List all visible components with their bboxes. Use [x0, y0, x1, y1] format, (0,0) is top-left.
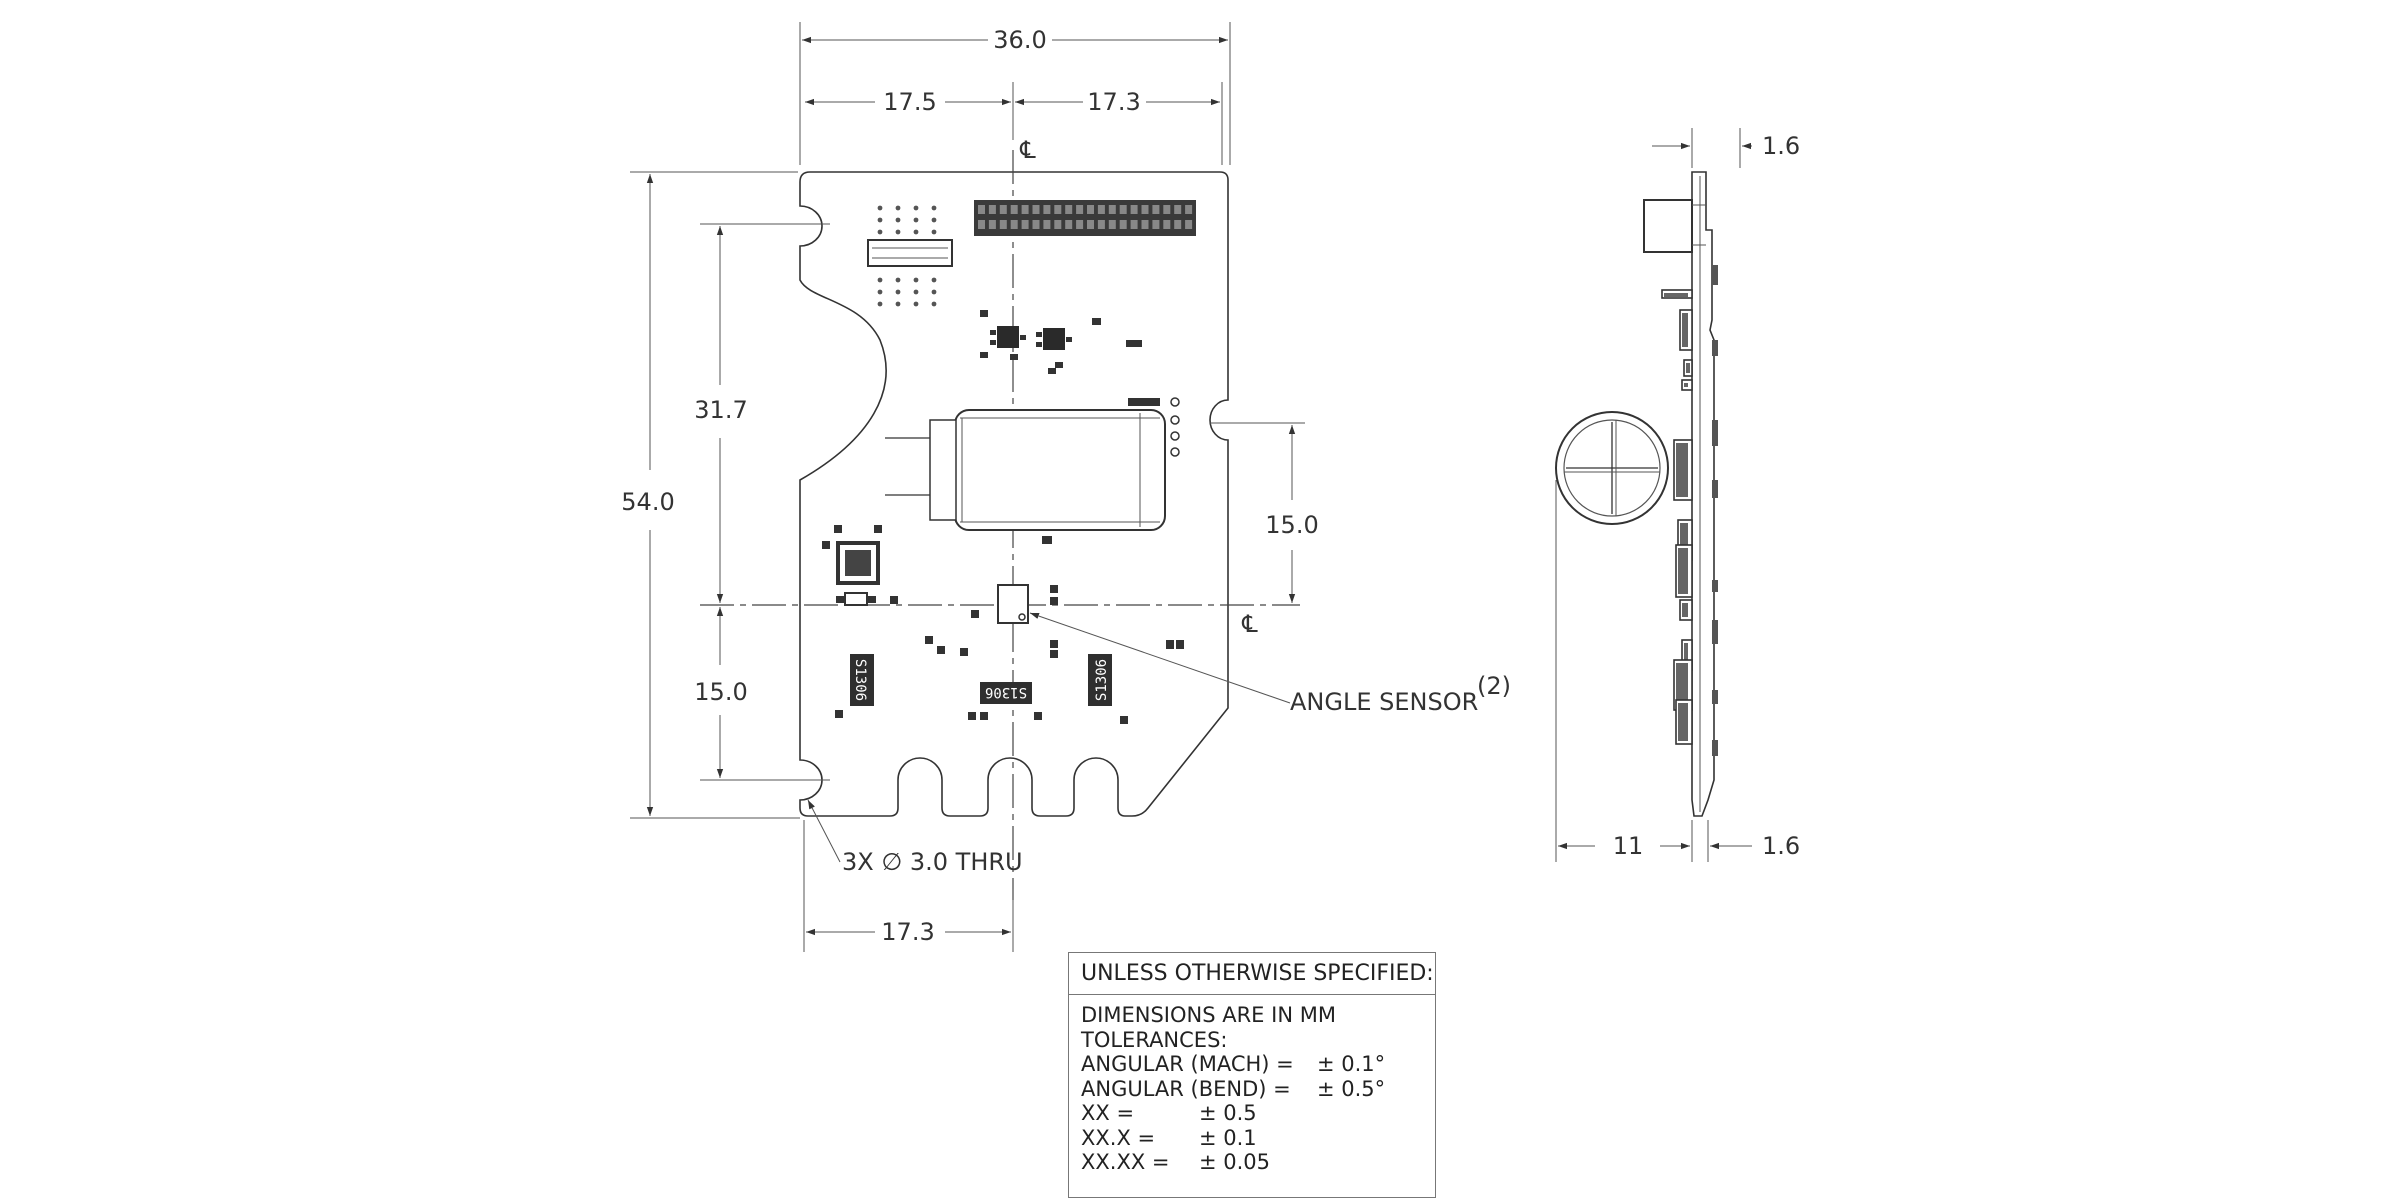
transistor-2	[1036, 328, 1072, 374]
notes-line-label: TOLERANCES:	[1081, 1027, 1228, 1052]
notes-line: XX.X = ± 0.1	[1081, 1126, 1435, 1151]
notes-line: DIMENSIONS ARE IN MM	[1081, 1003, 1435, 1028]
notes-line: XX = ± 0.5	[1081, 1101, 1435, 1126]
small-connector	[867, 239, 953, 267]
side-board	[1691, 171, 1715, 817]
notes-line: ANGULAR (BEND) = ± 0.5°	[1081, 1077, 1435, 1102]
svg-text:S1306: S1306	[852, 659, 868, 701]
centerline-symbol-right: ℄	[1241, 610, 1258, 638]
dim-hole-spacing: 31.7	[694, 396, 747, 424]
dim-overall-height: 54.0	[621, 488, 674, 516]
angle-sensor-note-ref: (2)	[1477, 672, 1511, 700]
dim-side-thickness-top: 1.6	[1762, 132, 1800, 160]
holes-callout: 3X ∅ 3.0 THRU	[842, 848, 1023, 876]
ic-package	[822, 525, 882, 585]
centerline-symbol-top: ℄	[1019, 136, 1036, 164]
notes-line-value: ± 0.5	[1199, 1101, 1257, 1125]
notes-line-label: DIMENSIONS ARE IN MM	[1081, 1003, 1336, 1027]
diode	[836, 592, 876, 606]
header-connector	[974, 200, 1196, 236]
angle-sensor-chip	[971, 584, 1058, 624]
electrolytic-capacitor	[885, 397, 1180, 531]
part-s1306-right: S1306	[1088, 654, 1112, 706]
dim-side-thickness-bottom: 1.6	[1762, 832, 1800, 860]
dim-side-component-height: 11	[1613, 832, 1644, 860]
dim-centerline-to-right: 17.3	[1087, 88, 1140, 116]
notes-line: TOLERANCES:	[1081, 1028, 1435, 1053]
dim-lower-hole-to-centerline: 15.0	[694, 678, 747, 706]
notes-line-label: ANGULAR (MACH) =	[1081, 1052, 1294, 1076]
notes-line-value: ± 0.05	[1199, 1150, 1271, 1174]
angle-sensor-callout: ANGLE SENSOR	[1290, 688, 1478, 716]
part-s1306-left: S1306	[850, 654, 874, 706]
notes-line: ANGULAR (MACH) = ± 0.1°	[1081, 1052, 1435, 1077]
notes-line-label: XX.XX =	[1081, 1150, 1170, 1174]
dim-left-to-centerline: 17.5	[883, 88, 936, 116]
dim-notch-to-centerline: 15.0	[1265, 511, 1318, 539]
notes-line-label: XX.X =	[1081, 1125, 1156, 1150]
notes-line-value: ± 0.1°	[1317, 1052, 1386, 1076]
svg-text:S1306: S1306	[1094, 659, 1110, 701]
notes-line-value: ± 0.5°	[1317, 1076, 1386, 1101]
transistor-1	[980, 326, 1026, 360]
via-grid	[877, 205, 937, 307]
notes-header: UNLESS OTHERWISE SPECIFIED:	[1069, 953, 1435, 995]
notes-line-label: XX =	[1081, 1101, 1135, 1125]
notes-block: UNLESS OTHERWISE SPECIFIED: DIMENSIONS A…	[1068, 952, 1436, 1198]
notes-line-label: ANGULAR (BEND) =	[1081, 1076, 1291, 1101]
part-s1306-center: S1306	[980, 682, 1032, 704]
notes-line-value: ± 0.1	[1199, 1125, 1257, 1150]
svg-text:S1306: S1306	[985, 684, 1027, 700]
dim-overall-width: 36.0	[993, 26, 1046, 54]
dim-bottom-hole-to-centerline: 17.3	[881, 918, 934, 946]
notes-line: XX.XX = ± 0.05	[1081, 1150, 1435, 1175]
side-view	[1555, 171, 1718, 817]
side-header-connector	[1643, 199, 1693, 253]
